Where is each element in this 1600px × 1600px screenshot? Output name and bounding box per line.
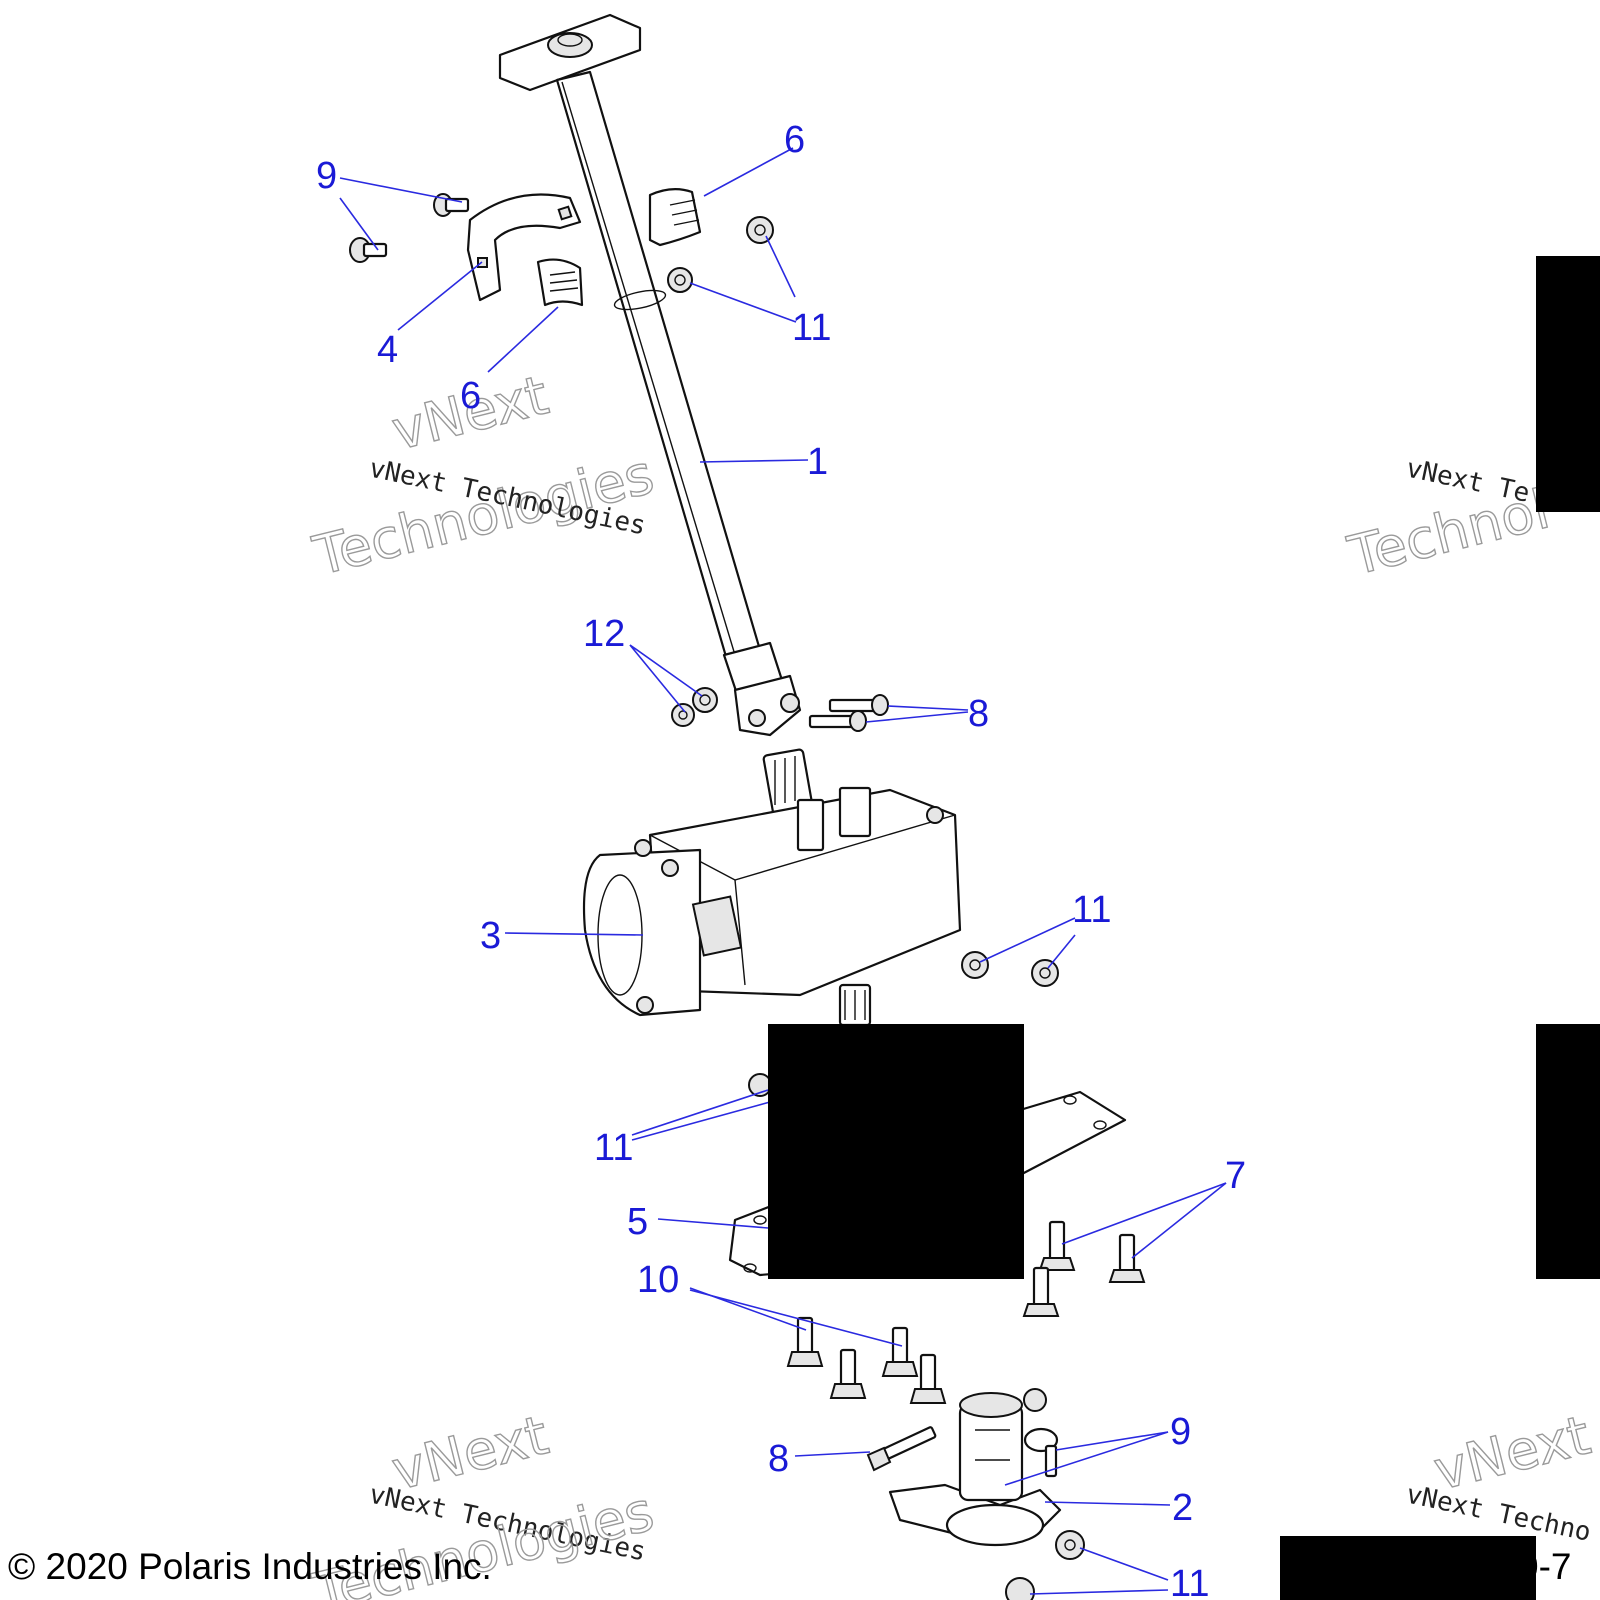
page-number-fragment: 0-7 — [1518, 1546, 1572, 1587]
nut-11-f — [1055, 1530, 1085, 1560]
bolt-10-a — [786, 1316, 824, 1367]
watermark-left-upper: vNext Technologies vNext Technologies — [306, 363, 660, 589]
watermark-right-lower: vNext vNext Techno — [1404, 1403, 1597, 1548]
leader-lines — [339, 147, 1227, 1595]
callout-1: 1 — [807, 441, 828, 483]
callout-9-upper: 9 — [316, 155, 337, 197]
callout-8-upper: 8 — [968, 693, 989, 735]
bolt-10-c — [881, 1326, 919, 1377]
nut-11-b — [667, 267, 693, 293]
callout-11-upper: 11 — [792, 307, 831, 349]
redaction-right-lower — [1536, 1024, 1600, 1279]
bushing-upper — [648, 188, 702, 247]
redaction-bottom — [1280, 1536, 1536, 1600]
nut-11-d — [1031, 959, 1059, 987]
nut-11-c — [961, 951, 989, 979]
power-steering-unit — [582, 748, 962, 1027]
callout-10: 10 — [637, 1259, 679, 1301]
bolt-10-b — [829, 1348, 867, 1399]
callout-3: 3 — [480, 915, 501, 957]
callout-6-upper: 6 — [784, 119, 805, 161]
bolt-7-c — [1022, 1266, 1060, 1317]
nut-11-g — [1005, 1577, 1035, 1600]
callout-8-lower: 8 — [768, 1438, 789, 1480]
nut-12-b — [671, 703, 695, 727]
steering-column — [498, 13, 802, 737]
watermark-right-upper: vNext Te Technol — [1341, 454, 1556, 589]
callout-12: 12 — [583, 613, 625, 655]
callout-7: 7 — [1225, 1155, 1246, 1197]
callout-11-lower: 11 — [1170, 1563, 1209, 1600]
nut-11-a — [746, 216, 774, 244]
watermark-outline-partial: Technol — [1342, 477, 1555, 588]
bolt-10-d — [909, 1353, 947, 1404]
callout-11-plate: 11 — [594, 1127, 633, 1169]
redaction-right-upper — [1536, 256, 1600, 512]
bolt-7-b — [1108, 1233, 1146, 1283]
callout-numbers: 9 4 6 6 11 1 12 8 3 11 11 5 7 10 8 9 2 1… — [316, 119, 1246, 1600]
nut-9-d — [1023, 1388, 1047, 1412]
bolt-8-b — [808, 710, 867, 732]
copyright-text: © 2020 Polaris Industries Inc. — [8, 1546, 492, 1587]
bolt-7-a — [1038, 1220, 1076, 1271]
bolt-9-b — [349, 237, 388, 263]
callout-9-lower: 9 — [1170, 1411, 1191, 1453]
callout-5: 5 — [627, 1201, 648, 1243]
callout-2: 2 — [1172, 1487, 1193, 1529]
clamp-bracket — [466, 193, 582, 302]
bolt-8-c — [866, 1426, 937, 1472]
redaction-center — [768, 1024, 1024, 1279]
callout-6-lower: 6 — [460, 375, 481, 417]
callout-4: 4 — [377, 329, 398, 371]
lower-shaft-coupler — [888, 1392, 1062, 1547]
callout-11-gear: 11 — [1072, 889, 1111, 931]
bushing-lower — [536, 258, 584, 307]
redaction-blocks — [768, 256, 1600, 1600]
